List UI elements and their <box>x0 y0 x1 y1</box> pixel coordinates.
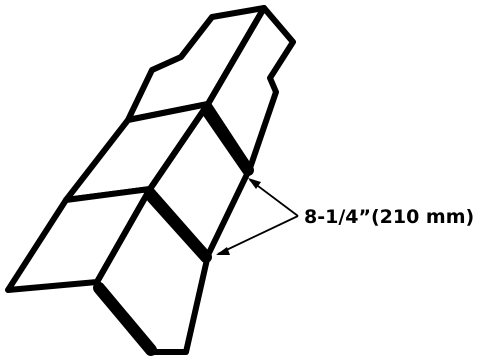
shingle-bottom-ridge <box>94 186 153 285</box>
dimension-callout <box>216 178 299 255</box>
arrowhead-lower-icon <box>216 247 230 255</box>
shingle-top <box>125 5 296 171</box>
shingle-bottom-front-edge <box>93 282 157 356</box>
shingle-middle-ridge <box>147 101 211 192</box>
shingle-middle-lower-edge <box>202 106 254 176</box>
shingle-top-ridge <box>205 5 267 107</box>
shingle-bottom <box>5 186 212 356</box>
dimension-label: 8-1/4”(210 mm) <box>304 206 474 228</box>
arrowhead-upper-icon <box>248 178 261 189</box>
shingle-bottom-lower-edge <box>146 191 212 263</box>
shingle-stack <box>5 5 296 356</box>
callout-line-lower <box>217 215 299 255</box>
